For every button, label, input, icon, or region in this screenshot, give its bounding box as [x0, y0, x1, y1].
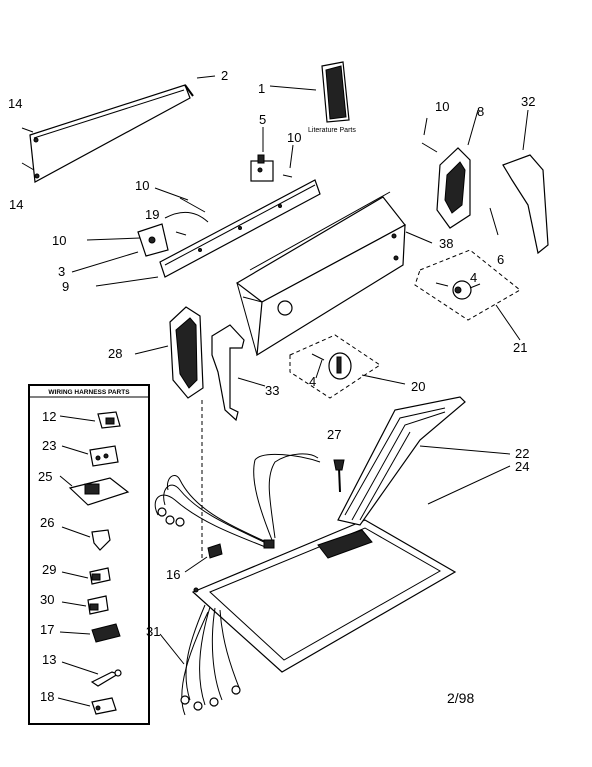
callout-10-left-lower: 10: [52, 233, 66, 248]
callout-4-right: 4: [470, 270, 477, 285]
callout-3: 3: [58, 264, 65, 279]
screw-14-upper: [21, 127, 34, 133]
callout-14-lower: 14: [9, 197, 23, 212]
top-cover-part-24: [191, 519, 457, 673]
callout-12: 12: [42, 409, 56, 424]
control-plate-part-9: [159, 179, 321, 278]
callout-13: 13: [42, 652, 56, 667]
wiring-harness-upper: [154, 453, 321, 549]
callout-24: 24: [515, 459, 529, 474]
callout-4-mid: 4: [309, 374, 316, 389]
end-cap-part-32: [502, 154, 549, 255]
rear-panel-part-2: [29, 84, 194, 183]
callout-14-upper: 14: [8, 96, 22, 111]
date-code: 2/98: [447, 690, 474, 706]
wiring-harness-lower-part-31: [180, 604, 241, 716]
callout-17: 17: [40, 622, 54, 637]
callout-9: 9: [62, 279, 69, 294]
callout-8: 8: [477, 104, 484, 119]
callout-28: 28: [108, 346, 122, 361]
callout-10-right: 10: [435, 99, 449, 114]
bracket-part-5: [250, 154, 274, 182]
screw-part-27: [333, 459, 345, 493]
callout-numbers: 2 1 14 14 5 10 10 19 10 3 9 10 8 32 38 6…: [8, 68, 535, 704]
callout-10-left-upper: 10: [135, 178, 149, 193]
screw-14-lower: [21, 162, 35, 171]
console-part-38: [235, 191, 406, 357]
callout-33: 33: [265, 383, 279, 398]
callout-29: 29: [42, 562, 56, 577]
callout-27: 27: [327, 427, 341, 442]
knob-part-21: [414, 249, 521, 321]
knob-part-20: [289, 334, 381, 399]
literature-part-1: Literature Parts: [308, 61, 356, 134]
wiring-harness-parts-box: WIRING HARNESS PARTS: [28, 384, 150, 725]
callout-19: 19: [145, 207, 159, 222]
callout-2: 2: [221, 68, 228, 83]
lint-duct-part-22: [337, 396, 466, 526]
switch-part-3: [137, 223, 169, 257]
callout-21: 21: [513, 340, 527, 355]
callout-6: 6: [497, 252, 504, 267]
callout-5: 5: [259, 112, 266, 127]
callout-26: 26: [40, 515, 54, 530]
clip-part-16: [207, 543, 223, 559]
callout-23: 23: [42, 438, 56, 453]
callout-38: 38: [439, 236, 453, 251]
callout-18: 18: [40, 689, 54, 704]
callout-32: 32: [521, 94, 535, 109]
callout-30: 30: [40, 592, 54, 607]
callout-22: 22: [515, 446, 529, 461]
callout-16: 16: [166, 567, 180, 582]
literature-label: Literature Parts: [308, 127, 356, 134]
harness-box-title: WIRING HARNESS PARTS: [48, 389, 130, 396]
callout-20: 20: [411, 379, 425, 394]
callout-1: 1: [258, 81, 265, 96]
bracket-part-33: [211, 324, 245, 422]
end-cap-part-28: [169, 306, 204, 399]
callout-10-mid: 10: [287, 130, 301, 145]
bracket-part-8: [436, 147, 471, 229]
callout-31: 31: [146, 624, 160, 639]
callout-25: 25: [38, 469, 52, 484]
